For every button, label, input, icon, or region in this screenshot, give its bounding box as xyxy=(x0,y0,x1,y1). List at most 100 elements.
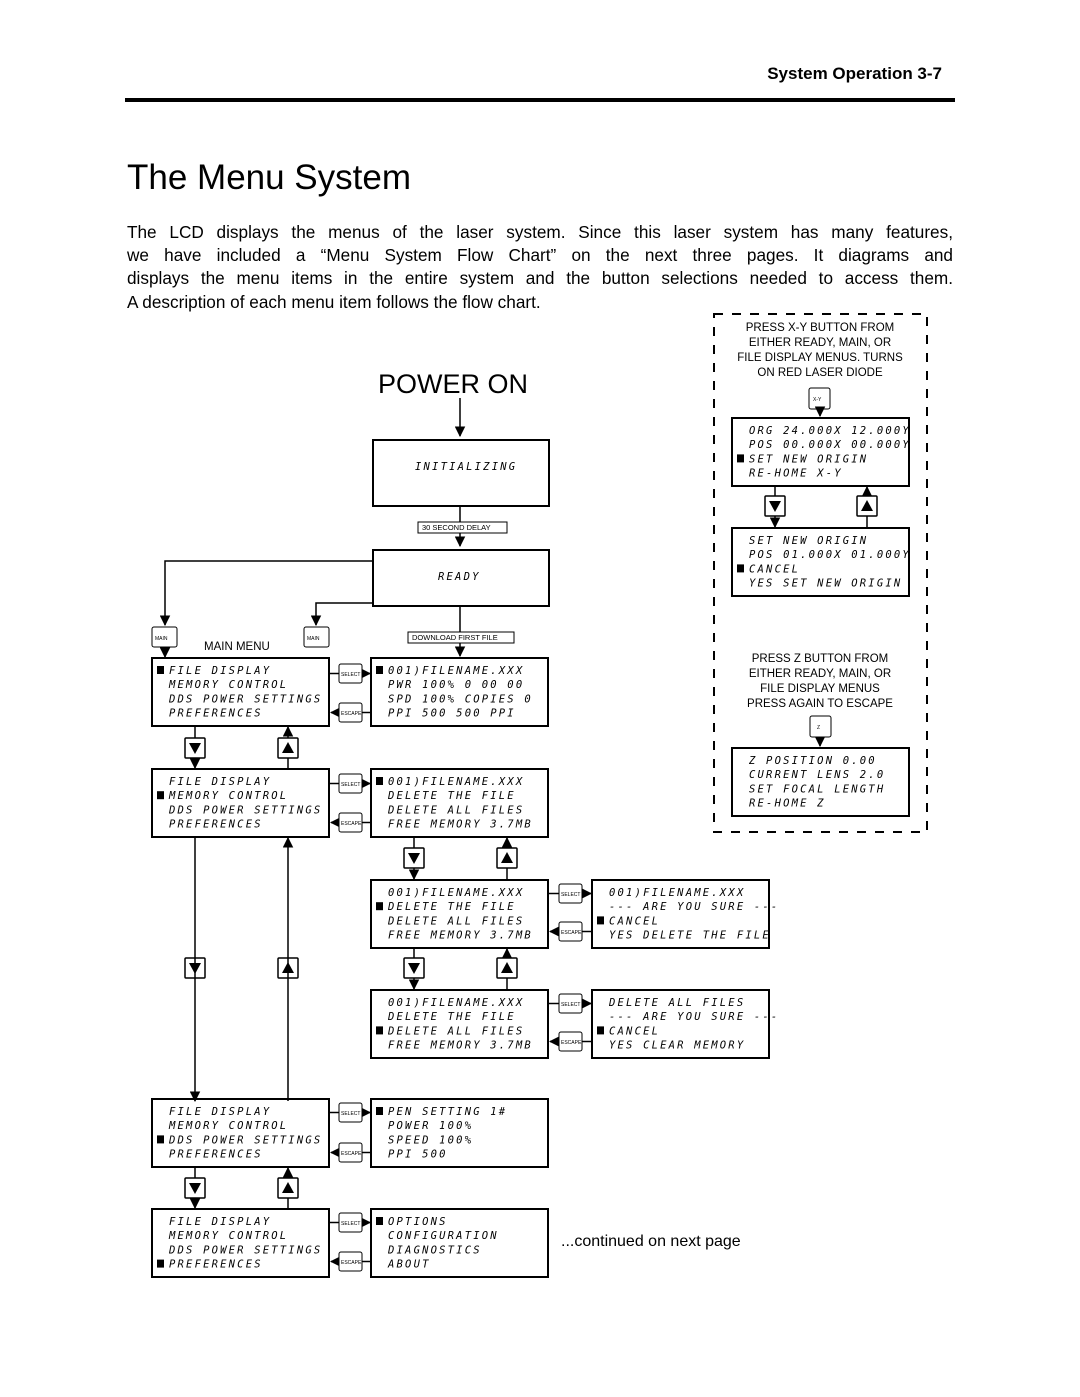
escape-button-label: ESCAPE xyxy=(561,930,582,936)
xy-z-panel xyxy=(713,313,928,833)
escape-button-label: ESCAPE xyxy=(561,1040,582,1046)
lcd-line: SET NEW ORIGIN xyxy=(749,453,868,465)
xy-note-line: ON RED LASER DIODE xyxy=(757,367,883,379)
lcd-line: FREE MEMORY 3.7MB xyxy=(388,930,533,942)
escape-button[interactable] xyxy=(338,702,363,723)
lcd-frame xyxy=(591,989,770,1059)
arrow-up-icon xyxy=(861,500,873,511)
lcd-line: DELETE THE FILE xyxy=(387,790,516,802)
lcd-line: 001)FILENAME.XXX xyxy=(388,887,524,899)
delay-tag xyxy=(417,521,508,534)
header-rule xyxy=(125,98,955,102)
lcd-line: DIAGNOSTICS xyxy=(387,1244,482,1256)
lcd-frame xyxy=(370,989,549,1059)
lcd-line: PPI 500 xyxy=(388,1149,448,1161)
z-note-line: FILE DISPLAY MENUS xyxy=(760,683,880,695)
arrow-down-icon xyxy=(189,743,201,754)
escape-button-label: ESCAPE xyxy=(341,1151,362,1157)
arrow-down-icon xyxy=(189,1183,201,1194)
lcd-line: YES SET NEW ORIGIN xyxy=(749,578,902,590)
lcd-frame xyxy=(731,527,910,597)
lcd-line: YES CLEAR MEMORY xyxy=(609,1040,745,1052)
running-header: System Operation 3-7 xyxy=(767,64,942,83)
lcd-frame xyxy=(370,879,549,949)
select-button[interactable] xyxy=(558,993,583,1014)
select-button[interactable] xyxy=(338,1212,363,1233)
cursor-marker xyxy=(376,1107,383,1115)
lcd-line: DELETE ALL FILES xyxy=(387,804,524,816)
cursor-marker xyxy=(376,666,383,674)
escape-button[interactable] xyxy=(558,921,583,942)
select-button[interactable] xyxy=(558,883,583,904)
lcd-line: FILE DISPLAY xyxy=(169,776,271,788)
lcd-line: POS 00.000X 00.000Y xyxy=(749,439,911,451)
escape-button[interactable] xyxy=(338,1142,363,1163)
download-label: DOWNLOAD FIRST FILE xyxy=(412,633,498,642)
cursor-marker xyxy=(737,454,744,463)
intro-line: we have included a “Menu System Flow Cha… xyxy=(127,245,953,266)
select-button[interactable] xyxy=(338,663,363,684)
main-menu-label: MAIN MENU xyxy=(204,641,270,653)
lcd-line: ORG 24.000X 12.000Y xyxy=(749,425,911,437)
lcd-screen: 001)FILENAME.XXX DELETE THE FILE DELETE AL… xyxy=(370,768,549,838)
lcd-line: MEMORY CONTROL xyxy=(168,1120,288,1132)
lcd-line: PEN SETTING 1# xyxy=(388,1106,507,1118)
lcd-frame xyxy=(151,657,330,727)
lcd-frame xyxy=(151,1208,330,1278)
lcd-screen: PEN SETTING 1#POWER 100%SPEED 100%PPI 50… xyxy=(370,1098,549,1168)
select-button-label: SELECT xyxy=(561,1002,580,1008)
lcd-line: --- ARE YOU SURE --- xyxy=(609,901,779,913)
lcd-line: CANCEL xyxy=(609,1025,660,1037)
escape-button[interactable] xyxy=(338,812,363,833)
arrow-up-icon xyxy=(501,852,513,863)
cursor-marker xyxy=(376,777,383,785)
lcd-line: RE-HOME Z xyxy=(749,798,826,810)
xy-button-label: X-Y xyxy=(813,397,822,403)
lcd-line: 001)FILENAME.XXX xyxy=(388,665,524,677)
intro-line: A description of each menu item follows … xyxy=(127,291,541,312)
lcd-line: PWR 100% 0 00 00 xyxy=(388,679,524,691)
lcd-frame xyxy=(151,1098,330,1168)
lcd-line: OPTIONS xyxy=(388,1216,448,1228)
z-button[interactable] xyxy=(809,715,832,738)
lcd-frame xyxy=(731,417,910,487)
cursor-marker xyxy=(376,1026,383,1035)
lcd-line: SET NEW ORIGIN xyxy=(749,535,868,547)
lcd-line: DDS POWER SETTINGS xyxy=(168,804,322,816)
lcd-line: 001)FILENAME.XXX xyxy=(388,776,524,788)
escape-button[interactable] xyxy=(338,1251,363,1272)
lcd-line: DDS POWER SETTINGS xyxy=(168,693,322,705)
lcd-frame xyxy=(370,1098,549,1168)
select-button-label: SELECT xyxy=(341,1111,360,1117)
lcd-line: MEMORY CONTROL xyxy=(168,1230,288,1242)
lcd-line: PREFERENCES xyxy=(169,819,263,831)
lcd-line: DELETE THE FILE xyxy=(387,1011,516,1023)
arrow-down-icon xyxy=(769,501,781,512)
intro-line: The LCD displays the menus of the laser … xyxy=(127,222,953,242)
select-button[interactable] xyxy=(338,1102,363,1123)
lcd-line: FREE MEMORY 3.7MB xyxy=(388,1040,533,1052)
main-button-label: MAIN xyxy=(155,636,168,642)
cursor-marker xyxy=(376,1217,383,1225)
lcd-line: YES DELETE THE FILE xyxy=(609,930,771,942)
main-button[interactable] xyxy=(303,626,330,648)
cursor-marker xyxy=(597,916,604,925)
escape-button-label: ESCAPE xyxy=(341,821,362,827)
escape-button[interactable] xyxy=(558,1031,583,1052)
lcd-line: CANCEL xyxy=(749,563,800,575)
xy-note-line: EITHER READY, MAIN, OR xyxy=(749,337,891,349)
lcd-frame xyxy=(370,768,549,838)
lcd-line: POWER 100% xyxy=(388,1120,473,1132)
delay-label: 30 SECOND DELAY xyxy=(422,523,491,532)
select-button[interactable] xyxy=(338,773,363,794)
lcd-frame xyxy=(151,768,330,838)
lcd-line: 001)FILENAME.XXX xyxy=(609,887,745,899)
xy-note-line: PRESS X-Y BUTTON FROM xyxy=(746,322,894,334)
lcd-line: FILE DISPLAY xyxy=(169,1106,271,1118)
